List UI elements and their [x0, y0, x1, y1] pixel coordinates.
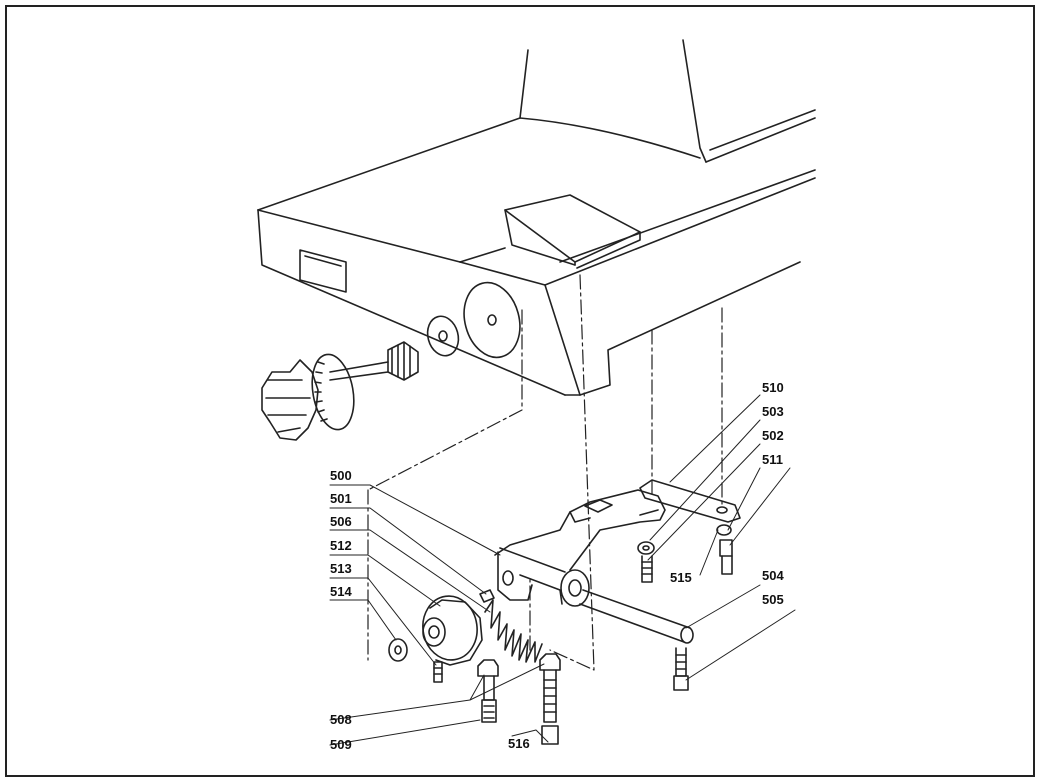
- cam-disc: [422, 595, 483, 666]
- washer-503: [637, 541, 655, 555]
- washer-515: [716, 524, 732, 536]
- label-511: 511: [762, 452, 783, 467]
- label-508: 508: [330, 712, 352, 727]
- housing-disc: [463, 281, 521, 359]
- compression-spring: [484, 599, 543, 663]
- label-505: 505: [762, 592, 784, 607]
- label-510: 510: [762, 380, 784, 395]
- small-washer: [388, 638, 408, 662]
- label-500: 500: [330, 468, 352, 483]
- assembly-alignment-lines: [367, 274, 723, 671]
- small-pin: [479, 589, 495, 603]
- label-501: 501: [330, 491, 352, 506]
- shaft-pin: [579, 589, 694, 644]
- label-514: 514: [330, 584, 352, 599]
- diagram-border: [5, 5, 1035, 777]
- screw-502: [641, 555, 653, 583]
- adjustment-knob: [261, 341, 419, 441]
- label-504: 504: [762, 568, 784, 583]
- mounting-plate: [639, 479, 741, 523]
- grub-screw: [433, 661, 443, 683]
- washer-large: [426, 315, 460, 357]
- lever-arm: [494, 489, 666, 607]
- label-516: 516: [508, 736, 530, 751]
- label-502: 502: [762, 428, 784, 443]
- machine-housing: [257, 39, 816, 396]
- leader-lines: [329, 394, 796, 746]
- screw-505: [673, 647, 689, 691]
- label-515: 515: [670, 570, 692, 585]
- label-512: 512: [330, 538, 352, 553]
- part-labels: 510 503 502 511 515 500 501 506 512 513 …: [330, 380, 784, 752]
- label-509: 509: [330, 737, 352, 752]
- nut-right: [539, 653, 561, 745]
- label-513: 513: [330, 561, 352, 576]
- label-506: 506: [330, 514, 352, 529]
- label-503: 503: [762, 404, 784, 419]
- screw-511: [719, 539, 733, 575]
